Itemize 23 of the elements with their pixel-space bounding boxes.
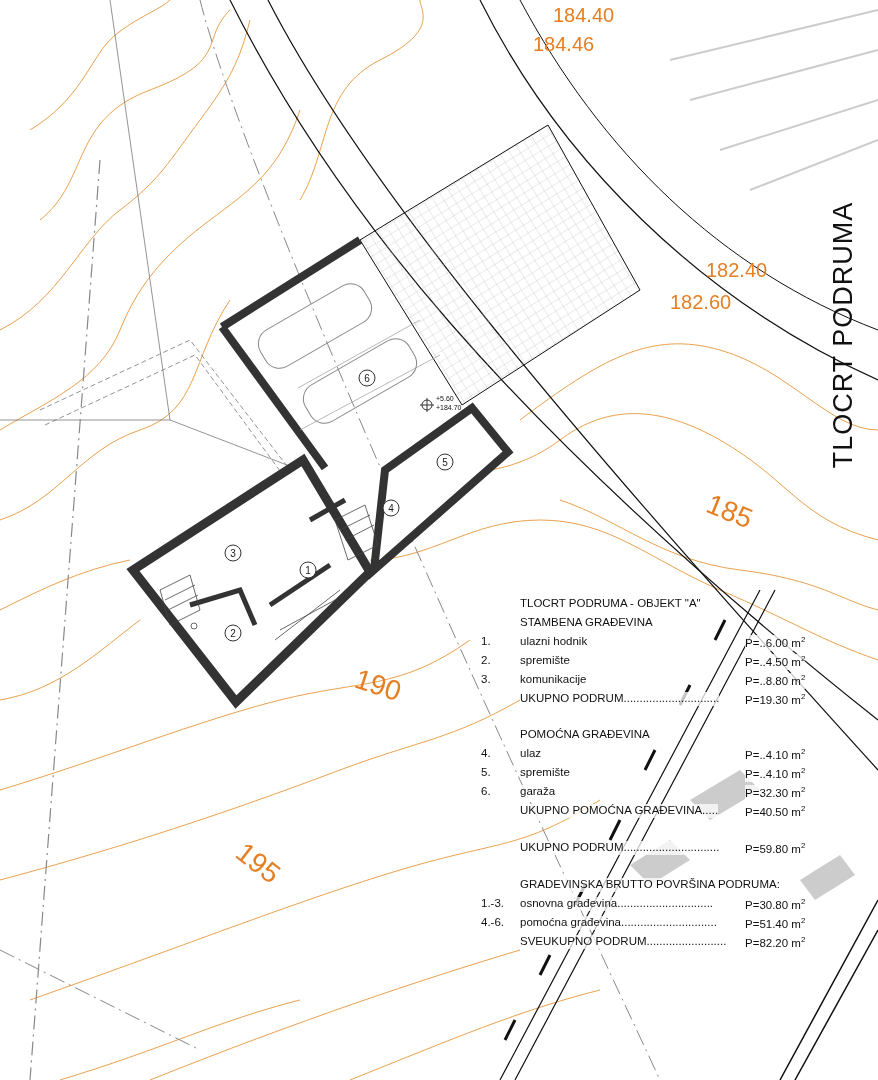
room-name: spremište bbox=[520, 654, 570, 668]
area-value: P=..8.80 m$^{2}$ bbox=[745, 673, 806, 689]
elevation-label: 184.40 bbox=[553, 5, 615, 25]
total-label: UKUPNO POMOĆNA GRAĐEVINA..... bbox=[520, 804, 719, 818]
contour-label: 190 bbox=[351, 665, 405, 707]
total-label: SVEUKUPNO PODRUM......................... bbox=[520, 935, 727, 949]
total-label: pomoćna građevina.............................. bbox=[520, 916, 717, 930]
contour-label: 195 bbox=[230, 838, 285, 889]
area-value: P=..4.50 m$^{2}$ bbox=[745, 654, 806, 670]
plan-title: TLOCRT PODRUMA bbox=[827, 201, 859, 469]
section-heading: GRADEVINSKA BRUTTO POVRŠINA PODRUMA: bbox=[520, 878, 780, 892]
area-value: P=32.30 m$^{2}$ bbox=[745, 785, 806, 801]
room-name: spremište bbox=[520, 766, 570, 780]
area-value: P=..4.10 m$^{2}$ bbox=[745, 766, 806, 782]
elevation-label: 182.60 bbox=[670, 292, 732, 312]
total-label: UKUPNO PODRUM.............................. bbox=[520, 692, 720, 706]
contour-label: 185 bbox=[702, 490, 757, 534]
area-value: P=..6.00 m$^{2}$ bbox=[745, 635, 806, 651]
room-name: komunikacije bbox=[520, 673, 587, 687]
room-number: 6 bbox=[358, 369, 376, 387]
total-label: osnovna građevina.............................. bbox=[520, 897, 714, 911]
room-name: garaža bbox=[520, 785, 556, 799]
total-label: UKUPNO PODRUM.............................. bbox=[520, 841, 720, 855]
